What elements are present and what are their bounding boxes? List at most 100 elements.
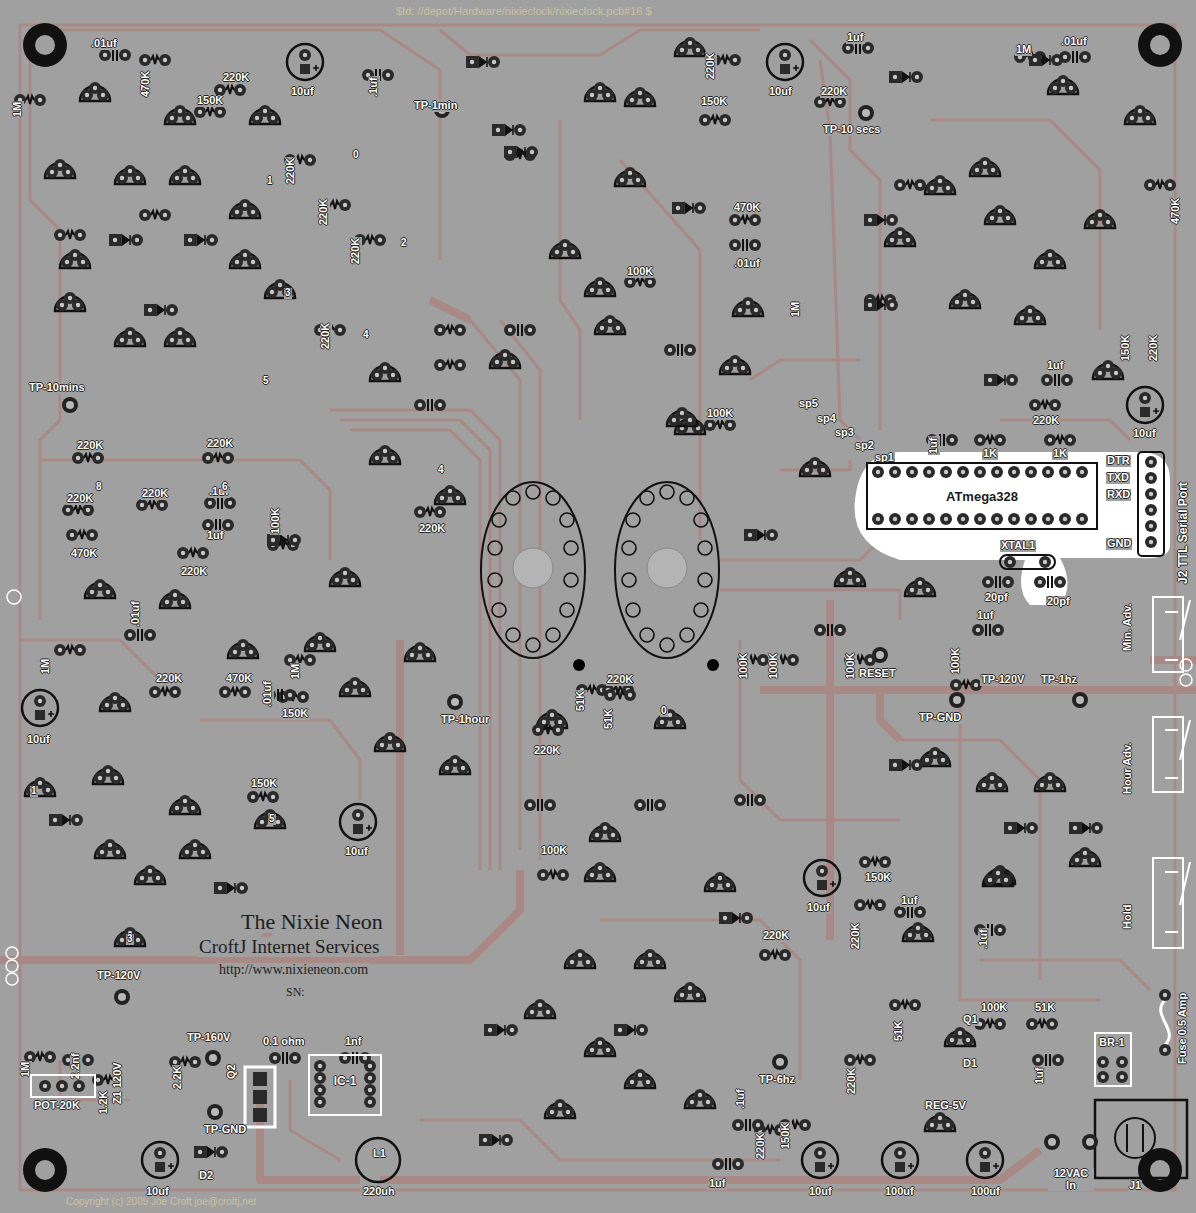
silkscreen-label: sp5 [798, 398, 819, 410]
silkscreen-label: 150K [196, 95, 224, 107]
silkscreen-label: 100K [706, 408, 734, 420]
silkscreen-label: 20pf [984, 592, 1009, 604]
silkscreen-label: 220K [180, 566, 208, 578]
silkscreen-label: L1 [372, 1148, 387, 1160]
silkscreen-label: 1K [1052, 448, 1068, 460]
silkscreen-label: Min. Adv. [1122, 602, 1134, 652]
silkscreen-label: 470K [733, 202, 761, 214]
silkscreen-label: Q1 [962, 1014, 979, 1026]
silkscreen-label: 220K [762, 930, 790, 942]
silkscreen-label: 100K [270, 507, 282, 535]
component-outline: IC-1 [308, 1054, 382, 1116]
component-label: ATmega328 [943, 489, 1021, 504]
silkscreen-label: 150K [780, 1122, 792, 1150]
silkscreen-label: .01uf [733, 258, 761, 270]
silkscreen-label: 100K [738, 652, 750, 680]
silkscreen-label: 220K [1032, 415, 1060, 427]
silkscreen-label: TP-10 secs [822, 124, 881, 136]
silkscreen-label: 1uf [846, 32, 865, 44]
component-label: IC-1 [334, 1074, 357, 1088]
silkscreen-label: 1uf [928, 437, 940, 456]
silkscreen-label: TP-10mins [28, 382, 86, 394]
silkscreen-label: 10uf [1132, 428, 1157, 440]
silkscreen-label: http://www.nixieneon.com [218, 963, 369, 978]
silkscreen-label: 100uf [884, 1186, 915, 1198]
silkscreen-label: 10uf [26, 734, 51, 746]
silkscreen-label: 0.1 ohm [262, 1036, 306, 1048]
silkscreen-label: 12VAC In [1048, 1168, 1094, 1191]
silkscreen-label: 51K [893, 1020, 905, 1042]
silkscreen-label: 220K [350, 237, 362, 265]
silkscreen-label: 220K [222, 72, 250, 84]
silkscreen-label: TP-1hz [1040, 674, 1078, 686]
silkscreen-label: $Id: //depot/Hardware/nixieclock/nixiecl… [395, 6, 653, 18]
silkscreen-label: XTAL1 [1000, 540, 1036, 552]
silkscreen-label: 220K [850, 922, 862, 950]
silkscreen-label: .01uf [90, 38, 118, 50]
silkscreen-label: TP-1hour [440, 714, 490, 726]
silkscreen-label: J1 [1128, 1180, 1142, 1192]
silkscreen-label: 1K [982, 448, 998, 460]
silkscreen-label: 220K [76, 440, 104, 452]
silkscreen-label: CroftJ Internet Services [198, 937, 380, 957]
silkscreen-label: 220K [66, 493, 94, 505]
silkscreen-label: 220K [1148, 334, 1160, 362]
silkscreen-label: 150K [250, 778, 278, 790]
silkscreen-label: 3 [284, 288, 292, 299]
silkscreen-label: 1uf [900, 895, 919, 907]
silkscreen-label: REG-5V [924, 1100, 967, 1112]
silkscreen-label: sp4 [816, 413, 837, 425]
silkscreen-label: TP-120V [980, 674, 1025, 686]
silkscreen-label: 220K [533, 745, 561, 757]
silkscreen-label: 220K [320, 322, 332, 350]
silkscreen-label: TP-GND [203, 1124, 247, 1136]
silkscreen-label: 51K [575, 690, 587, 712]
silkscreen-label: TP-160V [186, 1032, 231, 1044]
silkscreen-label: J2 TTL Serial Port [1177, 481, 1190, 585]
silkscreen-label: 2.2K [172, 1065, 184, 1090]
silkscreen-label: Hold [1122, 904, 1134, 930]
microcontroller-chip: ATmega328 [866, 462, 1098, 530]
silkscreen-label: TP-120V [96, 970, 141, 982]
silkscreen-label: 220K [820, 86, 848, 98]
silkscreen-label: TXD [1106, 472, 1130, 484]
silkscreen-label: 1nf [344, 1036, 363, 1048]
silkscreen-label: Q2 [226, 1063, 238, 1080]
silkscreen-label: 100K [845, 652, 857, 680]
silkscreen-label: 1M [40, 658, 52, 675]
silkscreen-label: DTR [1106, 455, 1131, 467]
silkscreen-label: 1M [290, 663, 302, 680]
silkscreen-label: TP-GND [918, 712, 962, 724]
silkscreen-label: Hour Adv. [1122, 742, 1134, 795]
silkscreen-label: 10uf [806, 902, 831, 914]
silkscreen-label: 150K [1120, 334, 1132, 362]
component-outline: BR-1 [1094, 1032, 1132, 1087]
silkscreen-label: 1uf [1046, 360, 1065, 372]
silkscreen-label: 10uf [344, 846, 369, 858]
silkscreen-label: 470K [70, 548, 98, 560]
silkscreen-label: 1.2K [98, 1090, 110, 1115]
silkscreen-label: 1M [790, 301, 802, 318]
silkscreen-label: RXD [1106, 489, 1131, 501]
silkscreen-label: 10uf [145, 1186, 170, 1198]
silkscreen-label: 0 [660, 706, 668, 717]
silkscreen-label: 1uf [976, 610, 995, 622]
silkscreen-label: 1uf [206, 530, 225, 542]
silkscreen-label: 220K [846, 1067, 858, 1095]
silkscreen-label: 1M [12, 101, 24, 118]
silkscreen-label: 20pf [1046, 596, 1071, 608]
silkscreen-label: 10uf [768, 86, 793, 98]
silkscreen-label: 5 [268, 814, 276, 825]
silkscreen-label: .1uf [978, 928, 990, 950]
silkscreen-label: 220K [155, 673, 183, 685]
silkscreen-label: 100K [768, 652, 780, 680]
silkscreen-label: 100K [950, 647, 962, 675]
silkscreen-label: 1 [30, 786, 38, 797]
silkscreen-label: D1 [962, 1058, 978, 1070]
silkscreen-label: 220K [705, 52, 717, 80]
silkscreen-label: 470K [225, 673, 253, 685]
silkscreen-label: .1uf [735, 1088, 747, 1110]
silkscreen-label: SN: [285, 986, 306, 999]
silkscreen-label: 220uh [362, 1186, 396, 1198]
